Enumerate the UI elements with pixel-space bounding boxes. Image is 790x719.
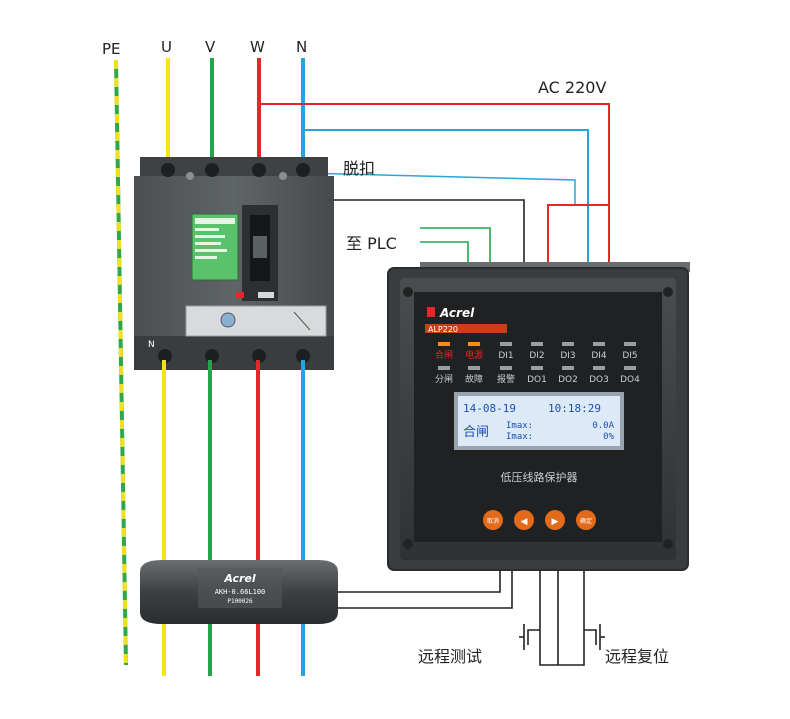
device-brand: Acrel bbox=[439, 306, 475, 320]
indicator-label-top: 电源 bbox=[465, 349, 483, 361]
left-button[interactable] bbox=[514, 510, 534, 530]
label-w: W bbox=[250, 38, 265, 56]
phase-lines-bottom bbox=[162, 360, 305, 676]
current-transformer: Acrel AKH-0.66L100 P100026 bbox=[140, 560, 338, 624]
ct-model: AKH-0.66L100 bbox=[215, 588, 266, 596]
lcd-time: 10:18:29 bbox=[548, 402, 601, 415]
phase-lines-top bbox=[166, 58, 305, 168]
confirm-button[interactable] bbox=[576, 510, 596, 530]
label-remote-test: 远程测试 bbox=[418, 647, 482, 666]
indicator-label-top: DI4 bbox=[591, 351, 607, 361]
indicator-label-bottom: 故障 bbox=[465, 373, 483, 385]
indicator-label-bottom: 分闸 bbox=[435, 374, 453, 385]
cancel-button[interactable] bbox=[483, 510, 503, 530]
device-buttons: 取消 ◀ ▶ 确定 bbox=[483, 510, 596, 530]
label-plc: 至 PLC bbox=[346, 234, 397, 253]
indicator-label-bottom: DO2 bbox=[558, 375, 578, 385]
pe-line bbox=[114, 59, 128, 666]
label-trip: 脱扣 bbox=[343, 159, 375, 178]
lcd-row2-label: Imax: bbox=[506, 432, 533, 442]
indicator-label-bottom: DO1 bbox=[527, 375, 547, 385]
cancel-button-label: 取消 bbox=[487, 517, 499, 525]
indicator-label-bottom: DO3 bbox=[589, 375, 609, 385]
confirm-button-label: 确定 bbox=[580, 517, 592, 525]
model-bar bbox=[425, 324, 507, 333]
indicator-panel: 合闸 电源 DI1 DI2 DI3 DI4 DI5 分闸 故障 报警 DO1 D… bbox=[435, 342, 640, 385]
left-arrow-icon: ◀ bbox=[521, 517, 528, 527]
ac-feed-lines bbox=[259, 103, 610, 268]
label-ac-220v: AC 220V bbox=[538, 78, 606, 97]
lcd-state: 合闸 bbox=[463, 425, 489, 440]
right-button[interactable] bbox=[545, 510, 565, 530]
lcd-row1-value: 0.0A bbox=[592, 421, 614, 431]
ct-serial: P100026 bbox=[227, 598, 253, 605]
device-title: 低压线路保护器 bbox=[501, 470, 578, 484]
right-arrow-icon: ▶ bbox=[552, 517, 559, 527]
indicator-label-top: DI1 bbox=[498, 351, 513, 361]
indicator-label-top: DI5 bbox=[622, 351, 637, 361]
remote-switch-lines bbox=[519, 566, 605, 666]
indicator-label-bottom: 报警 bbox=[497, 373, 515, 385]
indicator-label-top: DI2 bbox=[529, 351, 544, 361]
breaker-n-mark: N bbox=[148, 340, 155, 350]
label-v: V bbox=[205, 38, 216, 56]
label-remote-reset: 远程复位 bbox=[605, 647, 669, 666]
lcd-row2-value: 0% bbox=[603, 432, 614, 442]
brand-logo: Acrel bbox=[427, 306, 475, 320]
label-n: N bbox=[296, 38, 307, 56]
protector-device: Acrel ALP220 合闸 电源 DI1 DI2 DI3 DI4 bbox=[387, 262, 690, 571]
indicator-label-bottom: DO4 bbox=[620, 375, 640, 385]
label-u: U bbox=[161, 38, 172, 56]
signal-lines bbox=[330, 199, 525, 268]
indicator-label-top: DI3 bbox=[560, 351, 575, 361]
device-model: ALP220 bbox=[428, 325, 458, 334]
lcd-screen: 14-08-19 10:18:29 合闸 Imax: 0.0A Imax: 0% bbox=[454, 392, 624, 450]
ct-brand: Acrel bbox=[223, 572, 256, 585]
lcd-row1-label: Imax: bbox=[506, 421, 533, 431]
lcd-date: 14-08-19 bbox=[463, 402, 516, 415]
ct-signal-lines bbox=[338, 566, 513, 609]
label-pe: PE bbox=[102, 40, 121, 58]
circuit-breaker: N bbox=[134, 157, 334, 370]
indicator-label-top: 合闸 bbox=[435, 349, 453, 361]
